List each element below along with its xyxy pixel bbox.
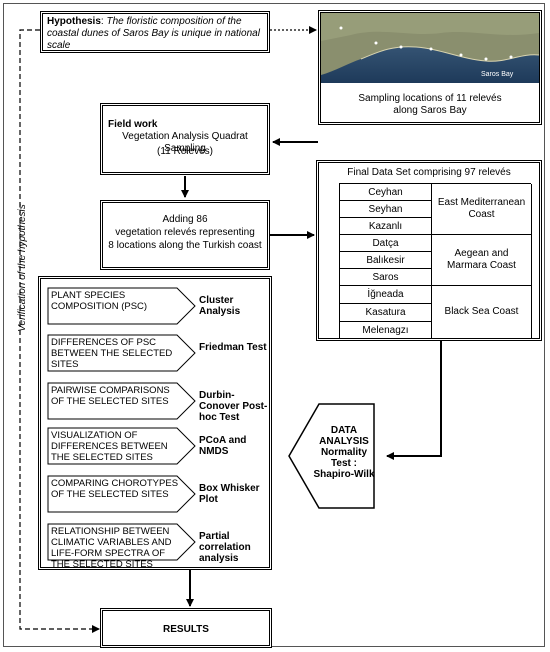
arrow-dataset-to-analysis [386, 341, 442, 460]
satellite-map-image: Saros Bay [321, 13, 539, 83]
data-analysis-line4: Shapiro-Wilk [313, 469, 375, 480]
fieldwork-box: Field work Vegetation Analysis Quadrat S… [100, 103, 270, 175]
fieldwork-line2: (11 Relevés) [157, 146, 213, 157]
analysis-label: RELATIONSHIP BETWEEN CLIMATIC VARIABLES … [51, 526, 172, 570]
site-cell: Saros [340, 269, 432, 286]
data-analysis-line2: ANALYSIS [319, 436, 369, 447]
map-place-label: Saros Bay [481, 71, 514, 78]
site-cell: Balıkesir [340, 252, 432, 269]
group-cell: East Mediterranean Coast [432, 184, 532, 235]
data-analysis-line1: DATA [330, 425, 358, 436]
results-box: RESULTS [100, 608, 272, 648]
analysis-row: VISUALIZATION OF DIFFERENCES BETWEEN THE… [47, 427, 267, 465]
site-cell: Melenagzı [340, 322, 432, 339]
analysis-row-shape [47, 523, 196, 561]
group-cell: Aegean and Marmara Coast [432, 235, 532, 286]
site-cell: Kasatura [340, 304, 432, 322]
analysis-label: VISUALIZATION OF DIFFERENCES BETWEEN THE… [51, 430, 168, 463]
analysis-row: RELATIONSHIP BETWEEN CLIMATIC VARIABLES … [47, 523, 267, 570]
adding-line3: 8 locations along the Turkish coast [108, 240, 262, 251]
hypothesis-text: Hypothesis: The floristic composition of… [47, 16, 260, 51]
analysis-box: PLANT SPECIES COMPOSITION (PSC) Cluster A… [38, 276, 272, 570]
site-cell: Datça [340, 235, 432, 252]
group-name: Black Sea Coast [444, 306, 519, 317]
hypothesis-statement: The floristic composition of the coastal… [47, 16, 260, 51]
analysis-row-shape [47, 475, 196, 513]
site-cell: Ceyhan [340, 184, 432, 201]
analysis-test: Cluster Analysis [199, 295, 241, 317]
analysis-test: PCoA and NMDS [199, 435, 247, 457]
site-cell: Kazanlı [340, 218, 432, 235]
fieldwork-line1: Vegetation Analysis Quadrat Sampling [122, 131, 248, 154]
group-cell: Black Sea Coast [432, 286, 532, 339]
map-caption-line1: Sampling locations of 11 relevés [358, 93, 502, 104]
analysis-row-shape [47, 427, 196, 465]
analysis-label: COMPARING CHOROTYPES OF THE SELECTED SIT… [51, 478, 179, 500]
analysis-test: Partial correlation analysis [199, 531, 251, 564]
analysis-row-shape [47, 287, 196, 325]
adding-line1: Adding 86 [162, 214, 208, 225]
map-caption-line2: along Saros Bay [393, 105, 467, 116]
analysis-test: Friedman Test [199, 342, 267, 353]
figure-frame [3, 3, 545, 647]
site-cell: İğneada [340, 286, 432, 304]
fieldwork-title: Field work [108, 119, 158, 130]
analysis-label: DIFFERENCES OF PSC BETWEEN THE SELECTED … [51, 337, 173, 370]
analysis-row-shape [47, 382, 196, 420]
group-name: Aegean and Marmara Coast [447, 248, 516, 271]
map-caption: Sampling locations of 11 relevés along S… [321, 93, 539, 117]
data-analysis-shape [288, 403, 375, 509]
dataset-title: Final Data Set comprising 97 relevés [347, 167, 511, 178]
analysis-test: Durbin-Conover Post-hoc Test [199, 390, 268, 423]
verification-label: Verification of the hypothesis [17, 204, 28, 332]
data-analysis-text: DATA ANALYSIS Normality Test : Shapiro-W… [312, 425, 376, 480]
arrow-verification-loop [19, 29, 100, 633]
site-cell: Seyhan [340, 201, 432, 218]
analysis-label: PAIRWISE COMPARISONS OF THE SELECTED SIT… [51, 385, 170, 407]
analysis-label: PLANT SPECIES COMPOSITION (PSC) [51, 290, 148, 312]
analysis-row: COMPARING CHOROTYPES OF THE SELECTED SIT… [47, 475, 267, 513]
map-box: Saros Bay Sampling locations of 11 relev… [318, 10, 542, 125]
group-name: East Mediterranean Coast [437, 197, 526, 220]
adding-line2: vegetation relevés representing [115, 227, 255, 238]
dataset-box: Final Data Set comprising 97 relevés Cey… [316, 160, 542, 341]
analysis-test: Box Whisker Plot [199, 483, 260, 505]
hypothesis-box: Hypothesis: The floristic composition of… [40, 11, 270, 53]
hypothesis-label: Hypothesis [47, 16, 101, 27]
dataset-table: Ceyhan Seyhan Kazanlı Datça Balıkesir Sa… [339, 183, 532, 339]
data-analysis-line3: Normality Test : [320, 447, 368, 469]
analysis-row: PLANT SPECIES COMPOSITION (PSC) Cluster A… [47, 287, 267, 325]
results-label: RESULTS [163, 624, 209, 635]
analysis-row-shape [47, 334, 196, 372]
analysis-row: DIFFERENCES OF PSC BETWEEN THE SELECTED … [47, 334, 267, 372]
adding-box: Adding 86 vegetation relevés representin… [100, 200, 270, 270]
analysis-row: PAIRWISE COMPARISONS OF THE SELECTED SIT… [47, 382, 267, 423]
